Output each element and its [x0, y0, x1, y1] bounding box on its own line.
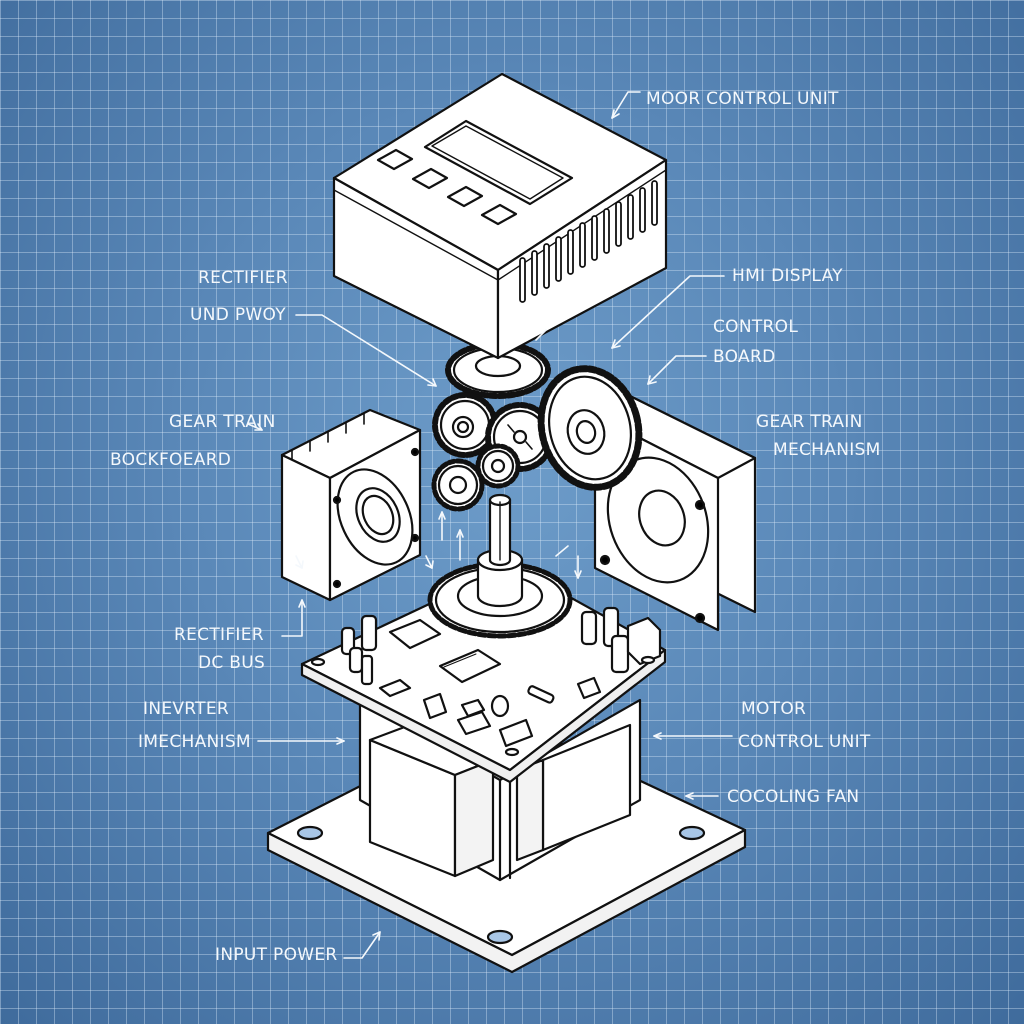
- capacitor: [360, 614, 378, 652]
- capacitor: [340, 626, 356, 656]
- label-imechanism: IMECHANISM: [138, 732, 251, 752]
- mount-hole: [486, 929, 514, 945]
- mount-hole: [296, 825, 324, 841]
- pcb-control-board: [300, 563, 667, 784]
- label-control-unit: CONTROL UNIT: [738, 732, 871, 752]
- transformer-block: [358, 698, 642, 882]
- label-cocoling-fan: COCOLING FAN: [727, 787, 860, 807]
- housing-button: [446, 185, 484, 208]
- label-und-pwoy: UND PWOY: [190, 305, 286, 325]
- housing-button: [411, 167, 449, 190]
- top-housing: [332, 72, 668, 360]
- shaft-assembly: [427, 493, 573, 639]
- connector: [626, 616, 662, 666]
- label-input-power: INPUT POWER: [215, 945, 338, 965]
- left-cooling-fan: [280, 408, 422, 602]
- mount-hole: [678, 825, 706, 841]
- label-rectifier-top: RECTIFIER: [198, 268, 288, 288]
- capacitor: [360, 654, 374, 686]
- housing-button: [376, 148, 414, 171]
- housing-button: [480, 203, 518, 226]
- label-motor: MOTOR: [741, 699, 807, 719]
- vent-slots: [519, 180, 658, 303]
- label-board: BOARD: [713, 347, 776, 367]
- label-bockfoeard: BOCKFOEARD: [110, 450, 232, 470]
- capacitor: [610, 634, 630, 674]
- gear-train: [431, 341, 643, 512]
- ic-chip: [388, 618, 442, 650]
- label-hmi-display: HMI DISPLAY: [732, 266, 843, 286]
- inductor: [490, 694, 510, 718]
- label-rectifier-dc: RECTIFIER: [174, 625, 264, 645]
- label-mechanism-right: MECHANISM: [773, 440, 881, 460]
- label-gear-train-left: GEAR TRAIN: [169, 412, 276, 432]
- label-inevrter: INEVRTER: [143, 699, 230, 719]
- capacitor: [348, 646, 364, 674]
- label-moor-control-unit: MOOR CONTROL UNIT: [646, 89, 839, 109]
- microcontroller: [438, 648, 502, 684]
- label-dc-bus: DC BUS: [198, 653, 266, 673]
- capacitor: [580, 610, 598, 646]
- hmi-display-screen: [423, 119, 574, 206]
- leader-lines: [247, 91, 733, 959]
- label-control: CONTROL: [713, 317, 799, 337]
- label-gear-train-right: GEAR TRAIN: [756, 412, 863, 432]
